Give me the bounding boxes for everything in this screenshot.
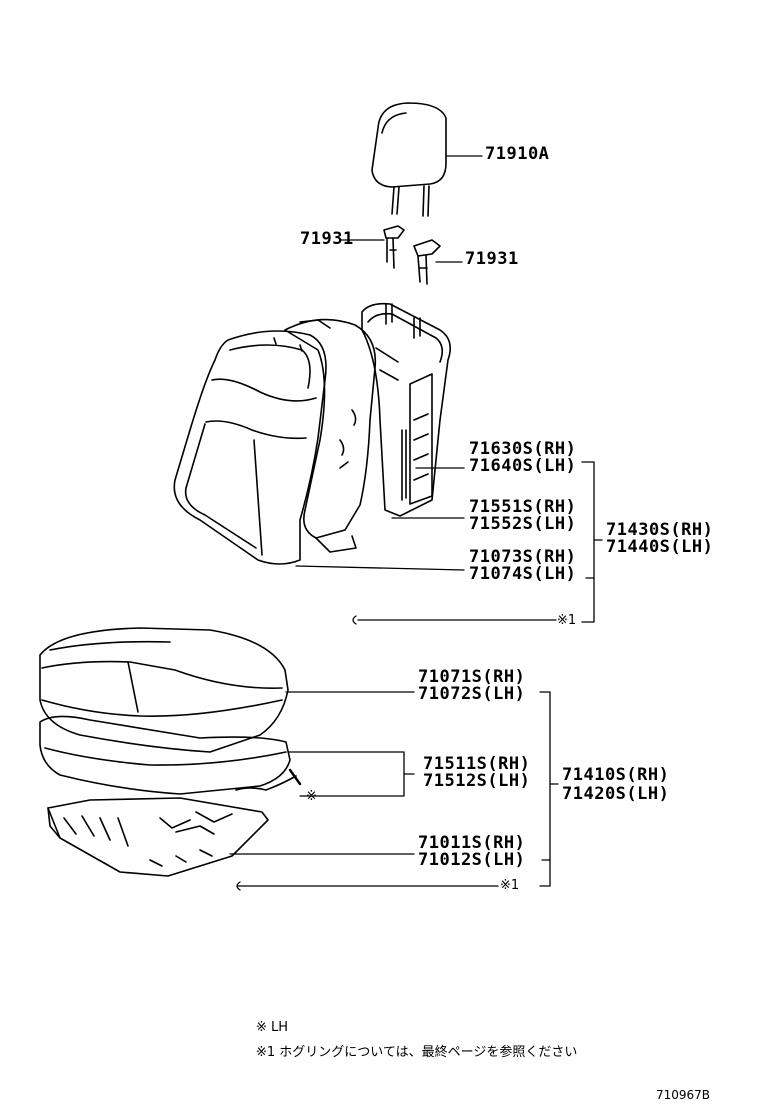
- leader-lines: [229, 155, 603, 887]
- part-71512S: 71512S(LH): [423, 771, 531, 791]
- part-71630S: 71630S(RH): [469, 439, 577, 459]
- part-71012S: 71012S(LH): [418, 850, 526, 870]
- part-71552S: 71552S(LH): [469, 514, 577, 534]
- part-71420S: 71420S(LH): [562, 784, 670, 804]
- part-71074S: 71074S(LH): [469, 564, 577, 584]
- part-71410S: 71410S(RH): [562, 765, 670, 785]
- hog-ring-ref-seatback: ※1: [557, 613, 577, 628]
- part-71640S: 71640S(LH): [469, 456, 577, 476]
- seat-cushion-pad-drawing: [39, 715, 302, 795]
- seatback-cover-drawing: [173, 330, 327, 565]
- part-71073S: 71073S(RH): [469, 547, 577, 567]
- headrest-support-left: [383, 225, 405, 269]
- diagram-id: 710967B: [656, 1088, 711, 1102]
- part-71551S: 71551S(RH): [469, 497, 577, 517]
- seatback-pad-drawing: [284, 318, 377, 553]
- headrest-drawing: [371, 102, 447, 217]
- seat-cushion-frame-drawing: [47, 797, 269, 877]
- part-71430S: 71430S(RH): [606, 520, 714, 540]
- part-71931-left: 71931: [300, 229, 354, 249]
- headrest-support-right: [413, 239, 441, 285]
- part-71072S: 71072S(LH): [418, 684, 526, 704]
- part-71071S: 71071S(RH): [418, 667, 526, 687]
- seat-cushion-cover-drawing: [39, 627, 289, 753]
- part-71440S: 71440S(LH): [606, 537, 714, 557]
- lh-mark: ※: [306, 789, 317, 804]
- part-71511S: 71511S(RH): [423, 754, 531, 774]
- part-71011S: 71011S(RH): [418, 833, 526, 853]
- legend-lh-note: ※ LH: [256, 1020, 289, 1035]
- part-71931-right: 71931: [465, 249, 519, 269]
- legend-hog-ring-note: ※1 ホグリングについては、最終ページを参照ください: [256, 1045, 578, 1060]
- seatback-frame-drawing: [361, 302, 451, 517]
- hog-ring-ref-cushion: ※1: [500, 878, 520, 893]
- part-71910A: 71910A: [485, 144, 550, 164]
